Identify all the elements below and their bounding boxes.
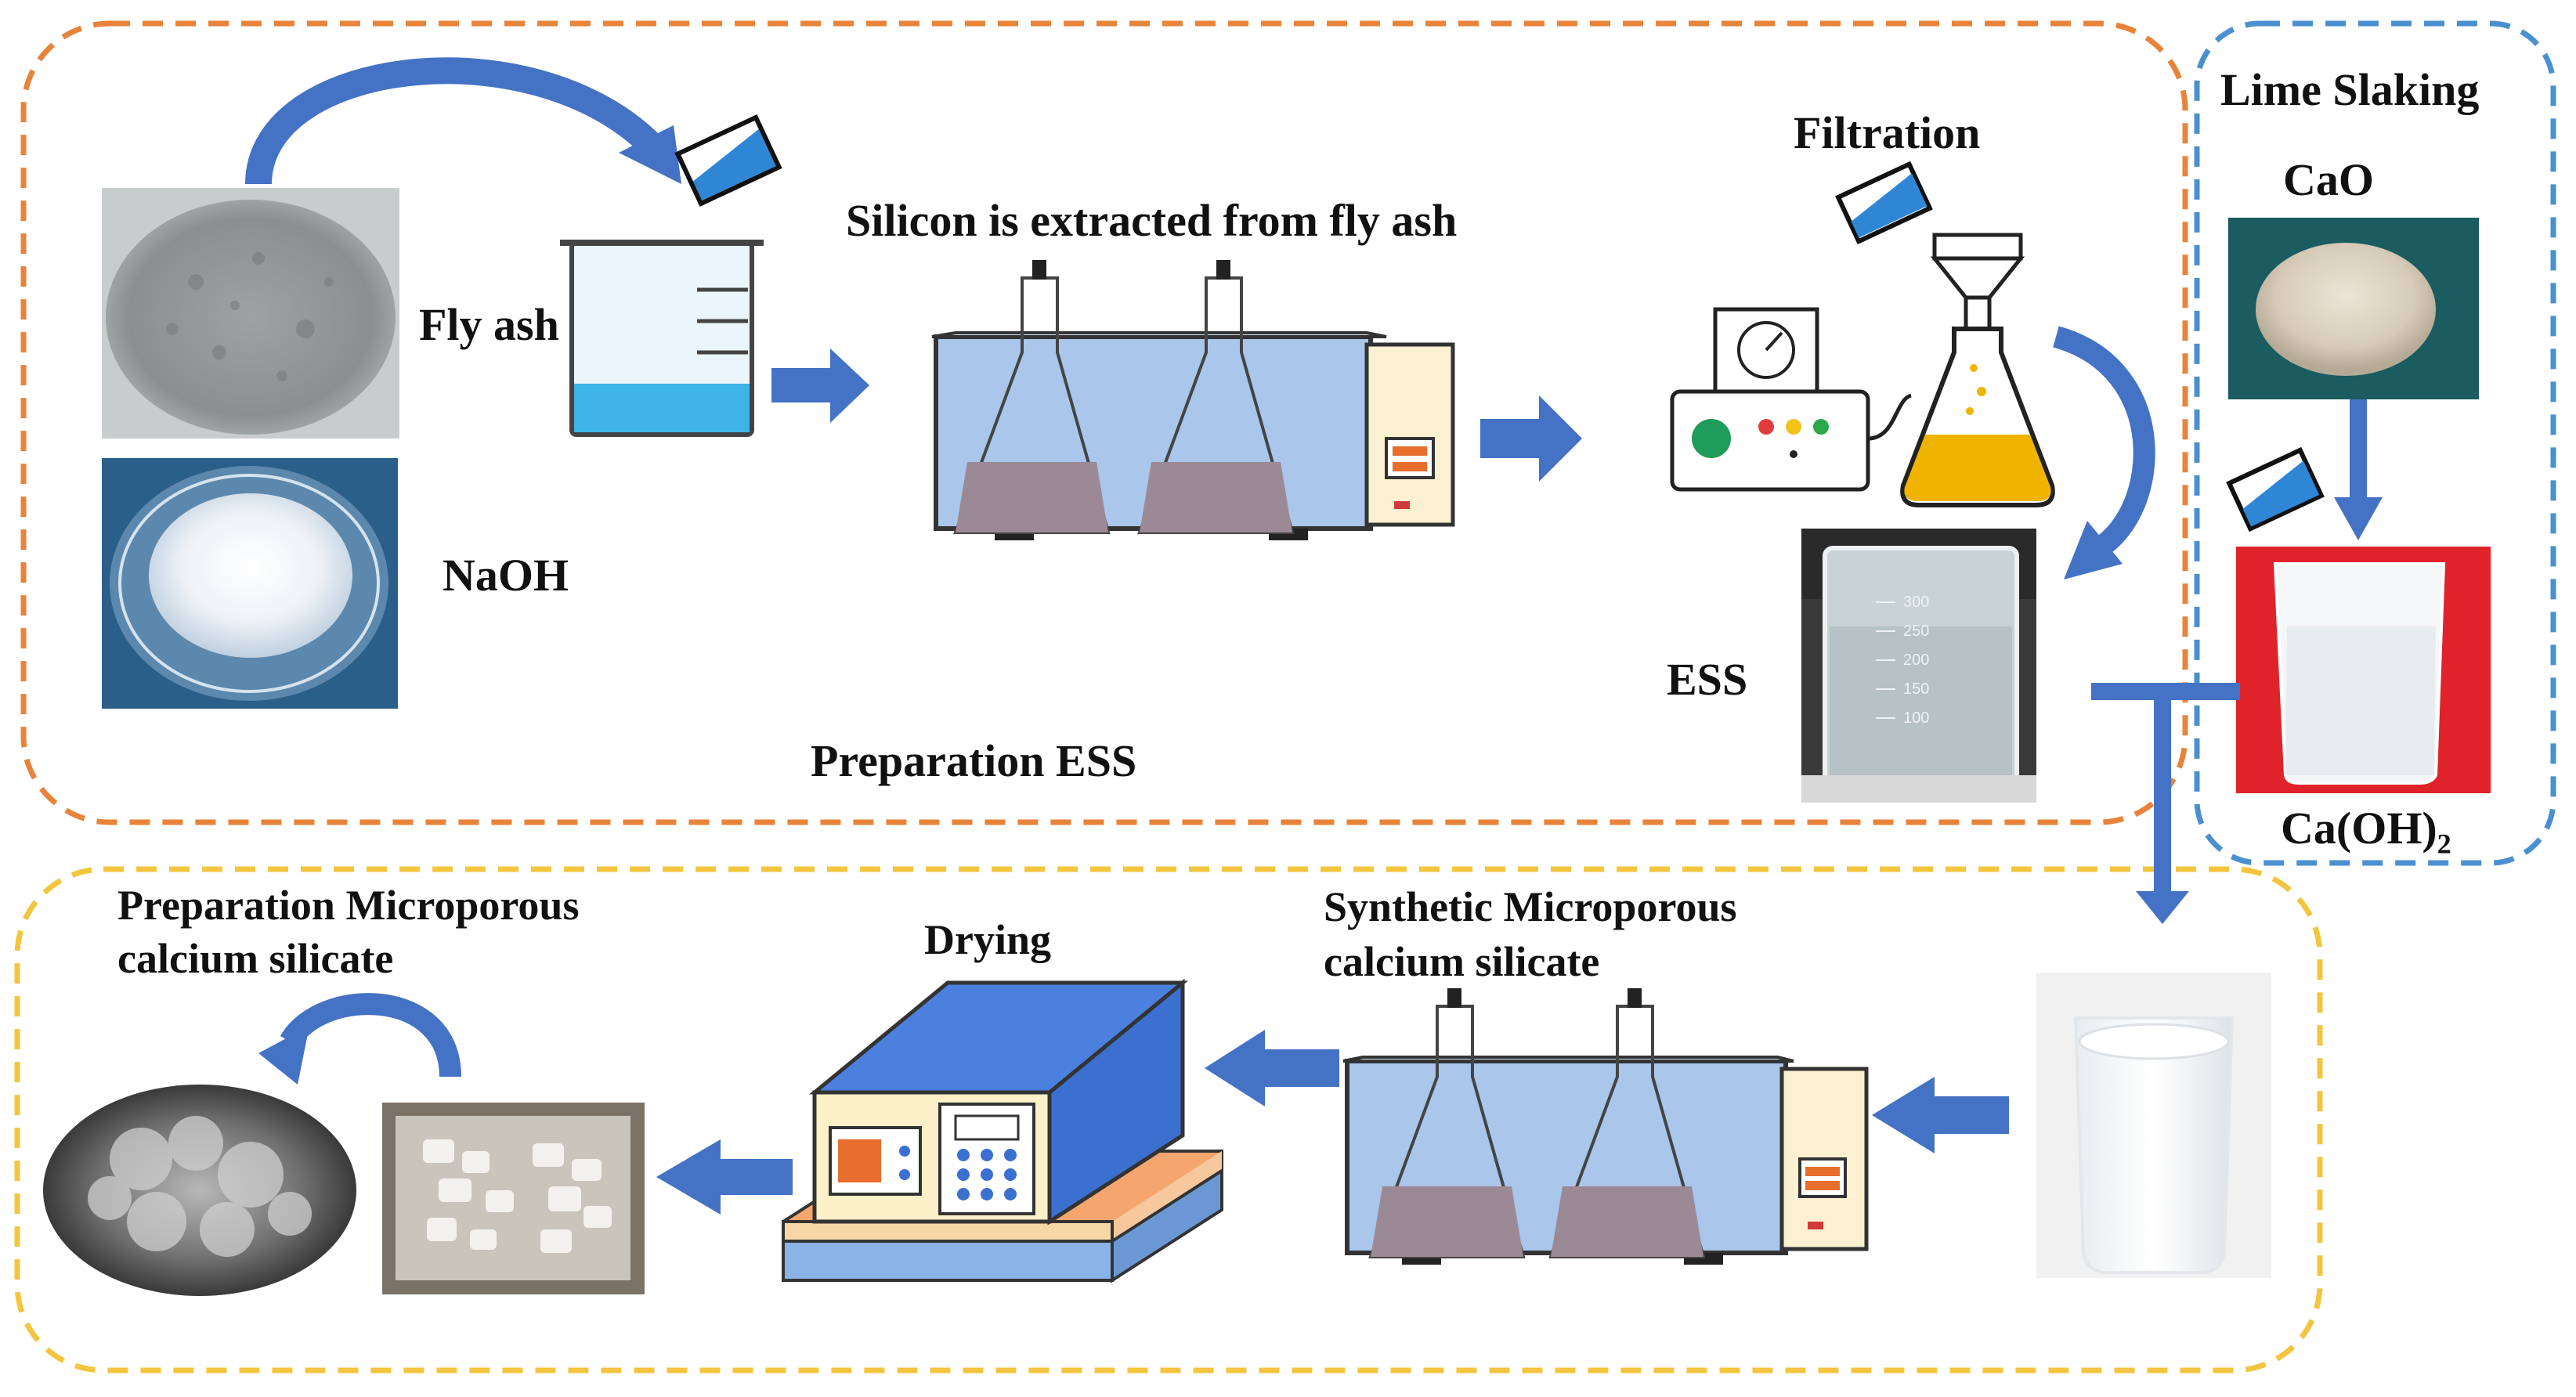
label-caoh2: Ca(OH)2 — [2281, 803, 2451, 860]
filtration-flask — [1900, 233, 2055, 507]
label-drying: Drying — [924, 916, 1051, 963]
mixture-beaker-photo — [2036, 973, 2271, 1278]
lime-slaking-border — [2194, 20, 2556, 866]
label-prep-micro-line1: Preparation Microporous — [117, 882, 580, 929]
water-bath-1 — [931, 260, 1455, 540]
synthesis-border — [14, 866, 2323, 1374]
pouring-beaker-icon-2 — [1835, 161, 1933, 245]
naoh-photo — [102, 458, 398, 709]
label-synthetic-line2: calcium silicate — [1324, 938, 1600, 985]
pouring-beaker-icon-1 — [674, 114, 782, 207]
ess-beaker-photo — [1801, 529, 2036, 803]
scale-label: 100 — [1903, 709, 1929, 727]
water-bath-2 — [1342, 988, 1869, 1265]
filtration-to-ess-curve — [2052, 326, 2155, 558]
water-beaker — [560, 240, 764, 437]
label-filtration: Filtration — [1794, 107, 1981, 158]
tray-to-sem-curve — [280, 993, 461, 1078]
label-caoh2-subscript: 2 — [2437, 828, 2451, 860]
label-cao: CaO — [2283, 154, 2374, 205]
preparation-ess-border — [20, 20, 2188, 825]
label-lime-slaking: Lime Slaking — [2220, 64, 2480, 115]
label-naoh: NaOH — [443, 550, 569, 601]
scale-label: 300 — [1903, 594, 1929, 611]
scale-label: 250 — [1903, 623, 1929, 640]
arrow-to-synthesis — [1872, 1077, 2009, 1153]
arrow-to-product — [656, 1139, 793, 1215]
pouring-beaker-icon-3 — [2226, 446, 2325, 532]
ess-beaker-scale: 300 250 200 150 100 — [1876, 594, 1929, 727]
label-prep-micro-line2: calcium silicate — [117, 935, 394, 982]
scale-label: 200 — [1903, 652, 1929, 669]
label-caoh2-main: Ca(OH) — [2281, 803, 2437, 854]
vacuum-pump — [1670, 307, 1913, 492]
fly-ash-to-beaker-curve — [245, 57, 672, 185]
label-synthetic-line1: Synthetic Microporous — [1324, 883, 1737, 930]
label-preparation-ess: Preparation ESS — [811, 735, 1137, 786]
connector-to-mixture — [2091, 683, 2240, 924]
arrow-to-water-bath — [771, 348, 869, 423]
product-tray-photo — [382, 1103, 645, 1294]
scale-label: 150 — [1903, 680, 1929, 698]
caoh2-photo — [2236, 547, 2491, 793]
sem-image — [43, 1085, 356, 1296]
label-ess: ESS — [1667, 654, 1748, 705]
fly-ash-photo — [102, 188, 399, 439]
drying-oven — [782, 978, 1223, 1283]
label-fly-ash: Fly ash — [419, 299, 559, 350]
cao-photo — [2228, 218, 2479, 399]
arrow-cao-to-caoh2 — [2334, 399, 2383, 540]
arrow-to-filtration — [1480, 395, 1582, 482]
label-silicon-extracted: Silicon is extracted from fly ash — [846, 195, 1458, 246]
arrow-to-drying — [1205, 1030, 1339, 1106]
